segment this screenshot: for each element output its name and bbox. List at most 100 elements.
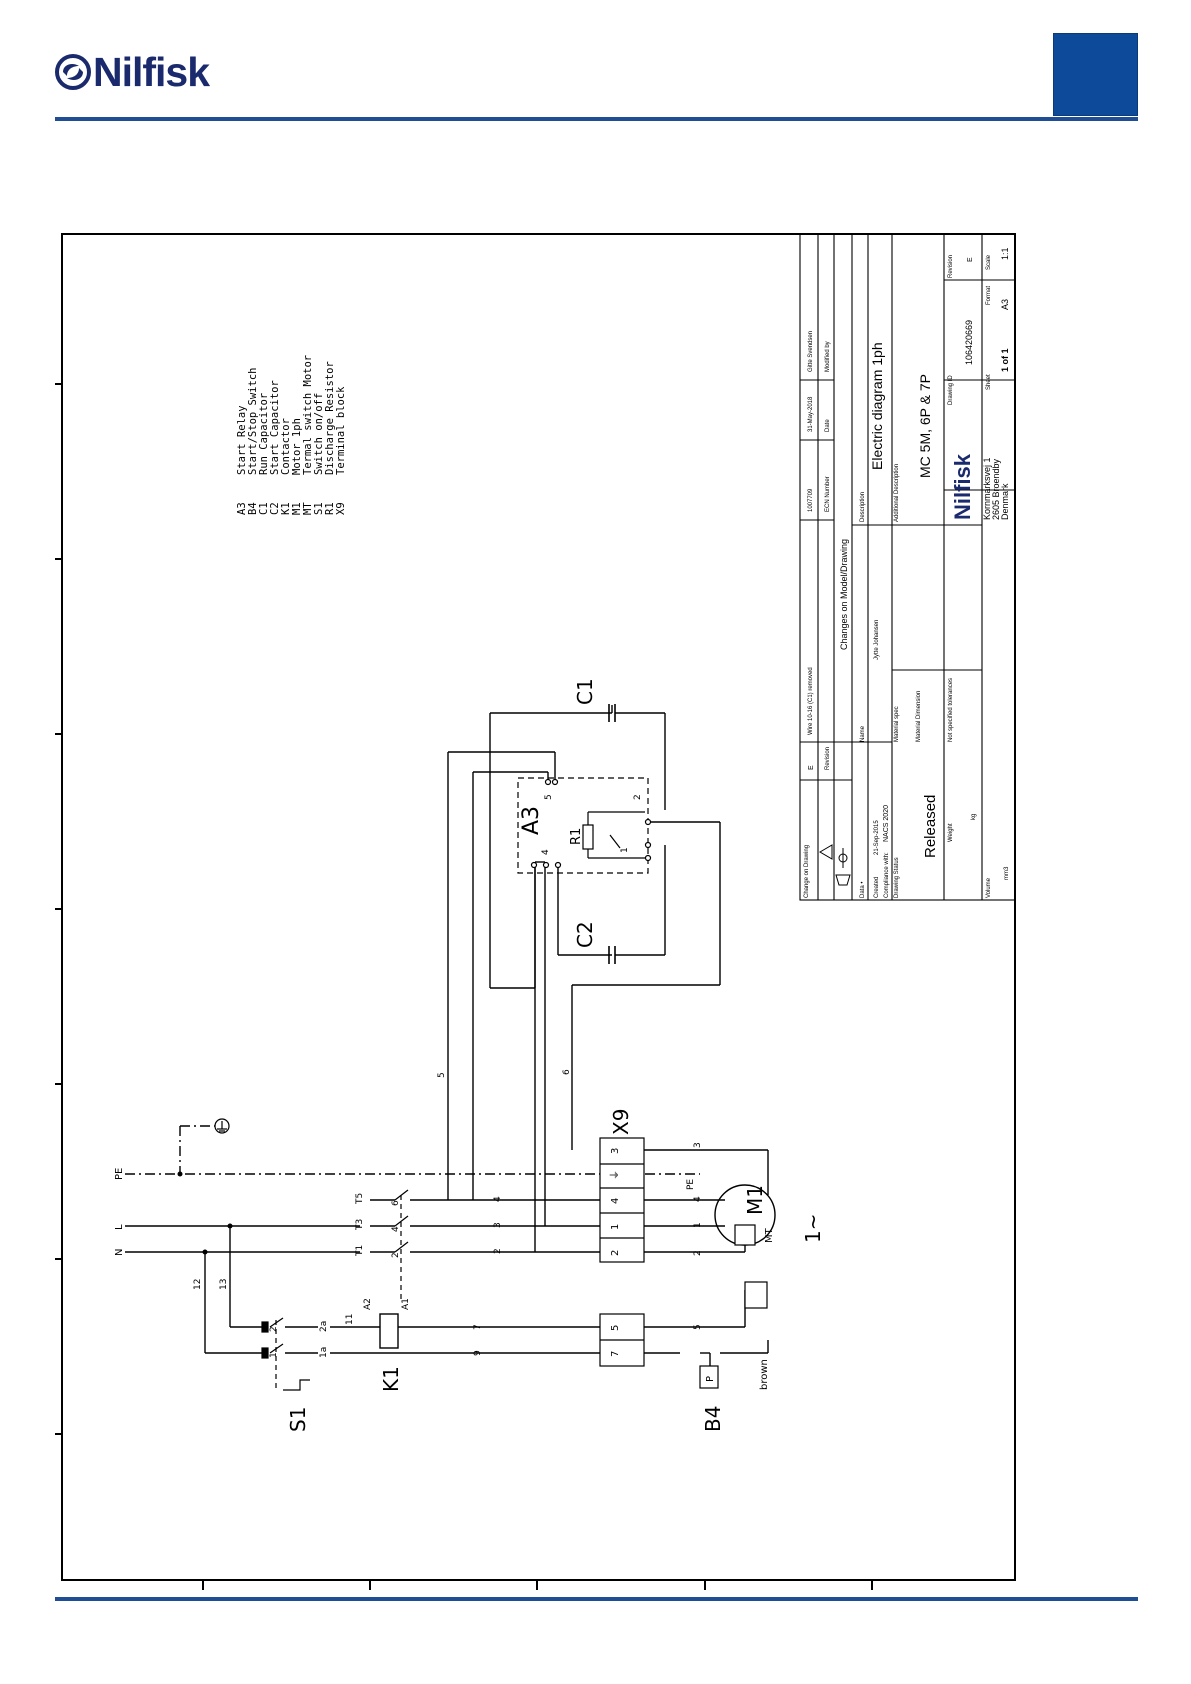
legend-text: Discharge Resistor (324, 361, 336, 475)
tb-additional-label: Additional Description (894, 464, 900, 522)
tb-sheet-value: 1 of 1 (1000, 348, 1010, 372)
wire-label: 4 (693, 1196, 703, 1202)
legend-text: Start/Stop Switch (247, 368, 259, 475)
legend-text: Termal switch Motor (302, 355, 314, 475)
tb-weight-unit: kg (971, 814, 977, 820)
wire-label: 3 (693, 1142, 703, 1148)
contact-label: T1 (355, 1245, 365, 1257)
label-c1: C1 (573, 678, 597, 705)
legend-code: B4 (247, 502, 259, 515)
capacitor-c1 (608, 704, 616, 722)
label-pe: PE (114, 1168, 125, 1180)
tb-additional-value: MC 5M, 6P & 7P (917, 374, 933, 478)
tb-modified-by-label: Modified by (825, 341, 831, 372)
wire-label: PE (686, 1179, 696, 1190)
wire-label: 11 (345, 1314, 355, 1325)
label-c2: C2 (573, 921, 597, 948)
tb-address-1: Kornmarksvej 1 (982, 457, 992, 520)
tb-change-label: Change on Drawing (804, 845, 810, 898)
contact-label: 4 (391, 1226, 401, 1232)
ground-icon (214, 1118, 230, 1134)
tb-revision-label-2: Revision (948, 255, 954, 278)
wire-label: 6 (562, 1069, 572, 1075)
legend-code: C2 (269, 502, 281, 515)
wire-label: 5 (437, 1072, 447, 1078)
label-p: P (705, 1376, 716, 1382)
brand-logo: Nilfisk (55, 49, 210, 95)
tb-volume-unit: mm3 (1004, 866, 1010, 880)
tb-revision-letter: E (808, 765, 815, 770)
tb-created-label: Created (874, 877, 880, 898)
wire-label: 2 (693, 1250, 703, 1256)
contact-label: 2 (391, 1252, 401, 1258)
wire-label: 4 (493, 1196, 503, 1202)
legend-text: Contactor (280, 418, 292, 475)
tb-change-text: Wire 10-16 (C1) removed (808, 667, 814, 735)
label-s1: S1 (286, 1407, 310, 1432)
tb-format-label: Format (986, 286, 992, 305)
tb-created-date: 21-Sep-2015 (874, 820, 880, 855)
label-phase: 1~ (801, 1214, 825, 1243)
relay-a3-internal (530, 778, 652, 869)
label-mt: MT (764, 1227, 775, 1243)
terminal-label: 4 (610, 1198, 621, 1204)
legend-text: Switch on/off (313, 393, 325, 475)
wire-label: 9 (473, 1350, 483, 1356)
footer-rule (55, 1597, 1138, 1601)
tb-drawing-id-label: Drawing ID (948, 375, 954, 405)
motor-terminal-6 (744, 1281, 768, 1309)
tb-ecn-label: ECN Number (825, 476, 831, 512)
resistor-r1 (582, 824, 594, 850)
tb-sheet-label: Sheet (986, 374, 992, 390)
tb-weight-label: Weight (948, 823, 954, 842)
revision-triangle-icon (819, 844, 833, 860)
terminal-label: 7 (610, 1351, 621, 1357)
terminal-label: 5 (610, 1325, 621, 1331)
tb-scale-label: Scale (986, 254, 992, 270)
component-legend: A3 B4 C1 C2 K1 M1 MT S1 R1 X9 Start Rela… (236, 355, 347, 515)
legend-text: Start Relay (236, 405, 248, 475)
start-stop-switch-b4 (699, 1365, 719, 1389)
legend-code: MT (302, 502, 314, 515)
schematic-labels: C1 C2 A3 R1 X9 M1 MT 1~ K1 S1 B4 brown P… (114, 678, 825, 1432)
wire-label: 7 (473, 1324, 483, 1330)
brand-name: Nilfisk (93, 49, 210, 95)
tb-description-label: Description (860, 492, 866, 522)
relay-pin-label: 2 (633, 794, 643, 800)
terminal-label: ⏚ (609, 1170, 621, 1180)
schematic-wiring (125, 705, 769, 1372)
label-k1: K1 (379, 1366, 403, 1392)
tb-scale-value: 1:1 (1000, 247, 1010, 260)
contact-label: 6 (391, 1200, 401, 1206)
tb-compliance-label: Compliance with: (884, 852, 890, 898)
wire-label: 3 (493, 1222, 503, 1228)
tb-revision-label: Revision (825, 747, 831, 770)
legend-code: K1 (280, 502, 292, 515)
corner-brand-box (1053, 33, 1138, 116)
contact-label: 1 (269, 1352, 279, 1358)
wire-label: 5 (693, 1324, 703, 1330)
tb-name-label: Name (860, 725, 866, 742)
tb-drawing-id: 106420669 (964, 320, 974, 365)
label-m1: M1 (743, 1185, 767, 1215)
tb-status-label: Drawing Status (894, 857, 900, 898)
title-block-text: Change on Drawing E Wire 10-16 (C1) remo… (804, 247, 1010, 898)
tb-revision-value: E (967, 257, 974, 262)
tb-date: 31-May-2018 (808, 396, 814, 432)
label-x9: X9 (609, 1109, 633, 1135)
wire-label: 12 (193, 1279, 203, 1290)
tb-material-dimension-label: Material Dimension (916, 691, 922, 742)
label-brown: brown (759, 1359, 770, 1390)
legend-code: X9 (335, 502, 347, 515)
switch-s1 (261, 1317, 310, 1391)
wire-label: 13 (219, 1279, 229, 1290)
label-a3: A3 (519, 806, 544, 835)
contactor-contacts-k1 (394, 1189, 409, 1300)
frame-ticks (55, 383, 873, 1590)
capacitor-c2 (608, 946, 616, 964)
tb-format-value: A3 (1000, 299, 1010, 310)
relay-pin-label: 1 (620, 847, 630, 853)
title-block (799, 233, 1016, 901)
legend-text: Terminal block (335, 386, 347, 475)
tb-date-label: Date (825, 419, 831, 432)
